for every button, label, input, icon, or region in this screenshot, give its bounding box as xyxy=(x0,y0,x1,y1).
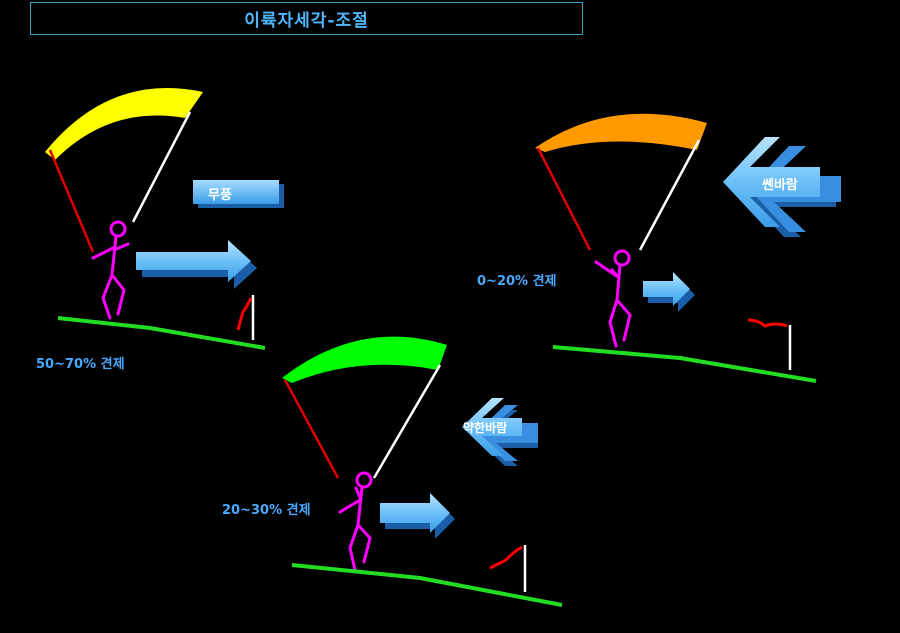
ground-line xyxy=(57,316,266,350)
line-rear xyxy=(638,139,701,251)
scenario-strong-wind xyxy=(535,113,841,383)
line-rear xyxy=(372,364,442,479)
line-front xyxy=(283,379,340,479)
canopy-yellow xyxy=(45,88,203,160)
wind-arrow-strong xyxy=(723,137,841,237)
line-front xyxy=(536,147,592,251)
angle-label-strong-wind: 0~20% 견제 xyxy=(477,274,557,289)
pilot-figure xyxy=(91,220,130,320)
line-front xyxy=(48,149,95,253)
pilot-figure xyxy=(338,471,373,572)
wind-label-light-wind: 약한바람 xyxy=(463,421,508,435)
ground-line xyxy=(291,563,563,607)
flag-icon xyxy=(236,297,253,331)
angle-label-no-wind: 50~70% 견제 xyxy=(36,357,125,372)
push-arrow xyxy=(643,272,695,312)
ground-line xyxy=(552,345,817,383)
canopy-green xyxy=(282,336,447,383)
wind-label-strong-wind: 쎈바람 xyxy=(762,178,798,193)
push-arrow xyxy=(136,240,257,289)
pilot-figure xyxy=(594,249,632,348)
wind-arrow-light xyxy=(462,398,538,466)
wind-badge-no-wind xyxy=(193,180,284,208)
angle-label-light-wind: 20~30% 견제 xyxy=(222,503,311,518)
scenario-light-wind xyxy=(282,336,563,607)
wind-label-no-wind: 무풍 xyxy=(208,188,232,203)
scenario-no-wind xyxy=(45,88,284,350)
page-title: 이륙자세각-조절 xyxy=(244,11,369,31)
push-arrow xyxy=(380,493,455,539)
canopy-orange xyxy=(535,113,707,152)
flag-icon xyxy=(747,318,788,328)
line-rear xyxy=(131,111,192,223)
title-box: 이륙자세각-조절 xyxy=(30,2,583,35)
flag-icon xyxy=(489,545,523,570)
